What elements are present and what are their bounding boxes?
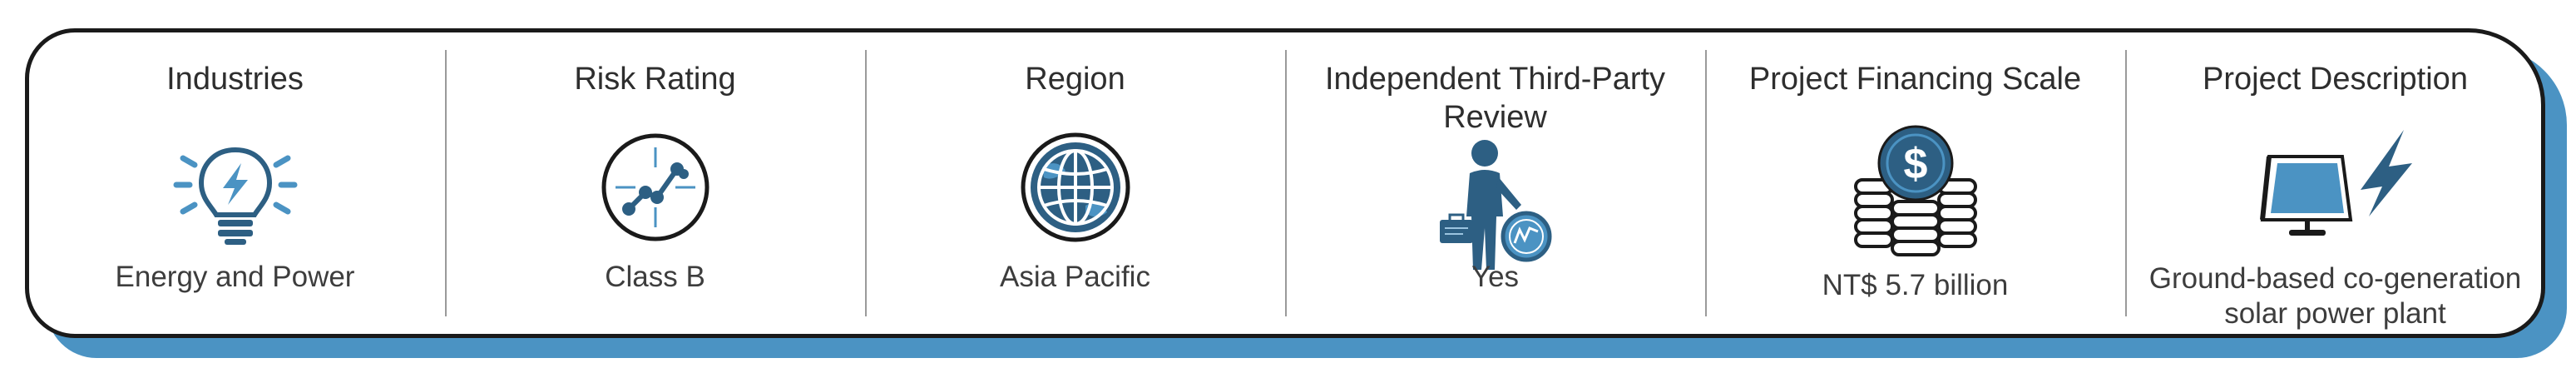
column-title: Project Financing Scale — [1748, 62, 2082, 97]
column-value: NT$ 5.7 billion — [1822, 269, 2009, 301]
column-value: Yes — [1471, 261, 1520, 293]
column-value: Ground-based co-generation solar power p… — [2148, 262, 2522, 330]
column-risk-rating: Risk Rating Class B — [445, 28, 865, 338]
svg-text:$: $ — [1903, 140, 1927, 188]
column-region: Region Asia Pacific — [865, 28, 1285, 338]
column-title: Independent Third-Party Review — [1324, 62, 1666, 135]
column-value: Energy and Power — [115, 261, 355, 293]
column-value: Asia Pacific — [1000, 261, 1150, 293]
column-title: Region — [1025, 62, 1125, 97]
column-third-party-review: Independent Third-Party Review — [1285, 28, 1705, 338]
lightbulb-lightning-icon — [156, 130, 314, 255]
column-title: Industries — [166, 62, 304, 97]
info-columns: Industries Energ — [25, 28, 2545, 338]
solar-panel-lightning-icon — [2252, 105, 2419, 246]
column-title: Risk Rating — [574, 62, 736, 97]
trend-chart-circle-icon — [576, 125, 734, 250]
reviewer-person-icon — [1417, 137, 1575, 278]
column-title: Project Description — [2203, 62, 2468, 97]
column-project-description: Project Description Ground-based co-gene… — [2125, 28, 2545, 338]
column-financing-scale: Project Financing Scale — [1705, 28, 2125, 338]
column-value: Class B — [605, 261, 705, 293]
column-industries: Industries Energ — [25, 28, 445, 338]
dollar-coin-stack-icon: $ — [1837, 120, 1995, 261]
globe-icon — [996, 125, 1155, 250]
